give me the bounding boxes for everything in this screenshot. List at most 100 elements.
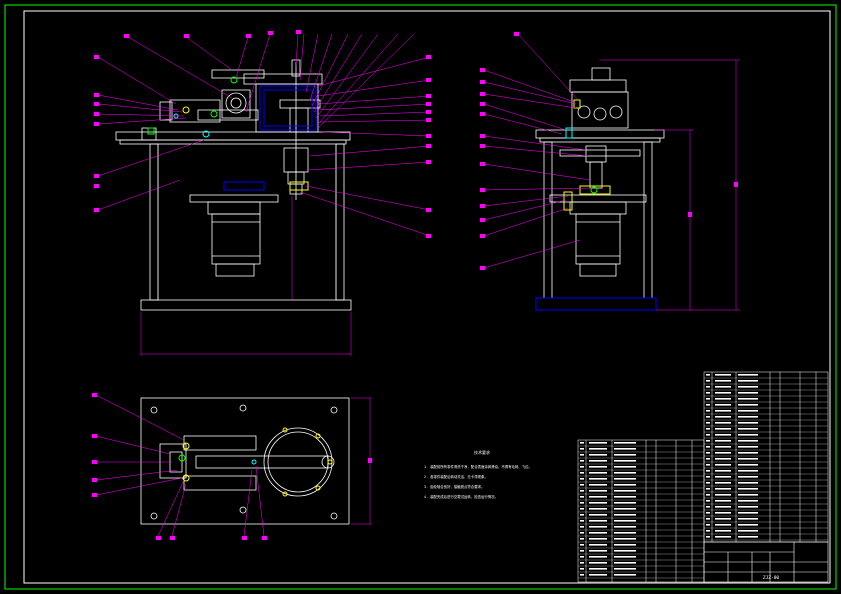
bom-text-mark (738, 446, 758, 448)
bom-text-mark (738, 374, 758, 376)
bom-text-mark (706, 446, 710, 448)
bom-text-mark (614, 514, 636, 516)
bom-text-mark (614, 562, 636, 564)
bom-text-mark (589, 490, 607, 492)
bom-text-mark (706, 512, 710, 514)
bom-text-mark (738, 506, 758, 508)
bom-text-mark (715, 374, 731, 376)
bom-text-mark (715, 524, 731, 526)
bom-text-mark (706, 410, 710, 412)
bom-text-mark (738, 464, 758, 466)
bom-text-mark (715, 404, 731, 406)
bom-text-mark (580, 538, 584, 540)
bom-text-mark (706, 494, 710, 496)
bom-text-mark (715, 518, 731, 520)
bom-text-mark (580, 478, 584, 480)
bom-text-mark (580, 502, 584, 504)
bom-text-mark (715, 536, 731, 538)
bom-text-mark (614, 532, 636, 534)
bom-text-mark (580, 544, 584, 546)
bom-text-mark (738, 536, 758, 538)
bom-text-mark (589, 544, 607, 546)
bom-text-mark (580, 466, 584, 468)
notes-title: 技术要求 (474, 450, 490, 455)
bom-text-mark (614, 526, 636, 528)
side-view (535, 67, 665, 299)
bom-text-mark (589, 538, 607, 540)
bom-text-mark (580, 442, 584, 444)
side-base (535, 297, 657, 311)
bom-text-mark (614, 442, 636, 444)
bom-text-mark (706, 416, 710, 418)
bom-text-mark (738, 488, 758, 490)
front-leader-tags (94, 30, 431, 238)
bom-text-mark (738, 458, 758, 460)
bom-text-mark (589, 454, 607, 456)
bom-text-mark (580, 574, 584, 576)
bom-text-mark (706, 398, 710, 400)
bom-text-mark (706, 506, 710, 508)
bom-text-mark (706, 458, 710, 460)
bom-text-mark (589, 520, 607, 522)
bom-text-mark (580, 448, 584, 450)
bom-text-mark (580, 550, 584, 552)
bom-text-mark (614, 484, 636, 486)
bom-text-mark (580, 568, 584, 570)
bom-text-mark (715, 446, 731, 448)
side-leaders (483, 33, 740, 311)
bom-text-mark (715, 452, 731, 454)
bom-text-mark (715, 428, 731, 430)
bom-text-mark (580, 532, 584, 534)
bom-text-mark (738, 494, 758, 496)
bom-text-mark (589, 508, 607, 510)
bom-text-mark (589, 550, 607, 552)
side-leader-tags (480, 32, 738, 270)
bom-text-mark (715, 458, 731, 460)
bom-text-mark (589, 514, 607, 516)
bom-text-mark (589, 526, 607, 528)
bom-text-mark (715, 500, 731, 502)
bom-text-mark (715, 398, 731, 400)
bom-text-mark (706, 464, 710, 466)
bom-text-mark (614, 496, 636, 498)
bom-text-mark (614, 550, 636, 552)
bom-text-mark (614, 568, 636, 570)
bom-text-mark (706, 386, 710, 388)
bom-text-mark (706, 452, 710, 454)
bom-text-mark (580, 508, 584, 510)
bom-text-mark (715, 512, 731, 514)
front-view (115, 59, 352, 311)
bom-text-mark (706, 524, 710, 526)
bom-text-mark (580, 460, 584, 462)
title-block (703, 541, 829, 583)
bom-text-mark (589, 442, 607, 444)
bom-text-mark (738, 416, 758, 418)
bom-text-mark (715, 530, 731, 532)
bom-text-mark (614, 556, 636, 558)
bom-text-mark (738, 380, 758, 382)
bom-text-mark (715, 380, 731, 382)
bom-text-mark (589, 502, 607, 504)
bom-text-mark (706, 422, 710, 424)
bom-text-mark (589, 568, 607, 570)
bom-text-mark (580, 490, 584, 492)
bom-text-mark (715, 506, 731, 508)
bom-text-mark (589, 562, 607, 564)
note-3: 3. 齿轮啮合良好，接触斑点符合要求。 (424, 485, 485, 489)
front-leaders (97, 32, 431, 237)
bom-text-mark (589, 496, 607, 498)
bom-text-mark (738, 476, 758, 478)
bom-text-mark (715, 482, 731, 484)
bom-text-mark (706, 470, 710, 472)
bom-text-mark (706, 428, 710, 430)
bom-text-mark (738, 524, 758, 526)
bom-text-mark (706, 536, 710, 538)
bom-text-mark (738, 512, 758, 514)
bom-text-mark (580, 514, 584, 516)
bom-text-mark (589, 478, 607, 480)
bom-text-mark (715, 494, 731, 496)
bom-text-mark (706, 374, 710, 376)
bom-text-mark (580, 472, 584, 474)
bom-text-mark (580, 556, 584, 558)
